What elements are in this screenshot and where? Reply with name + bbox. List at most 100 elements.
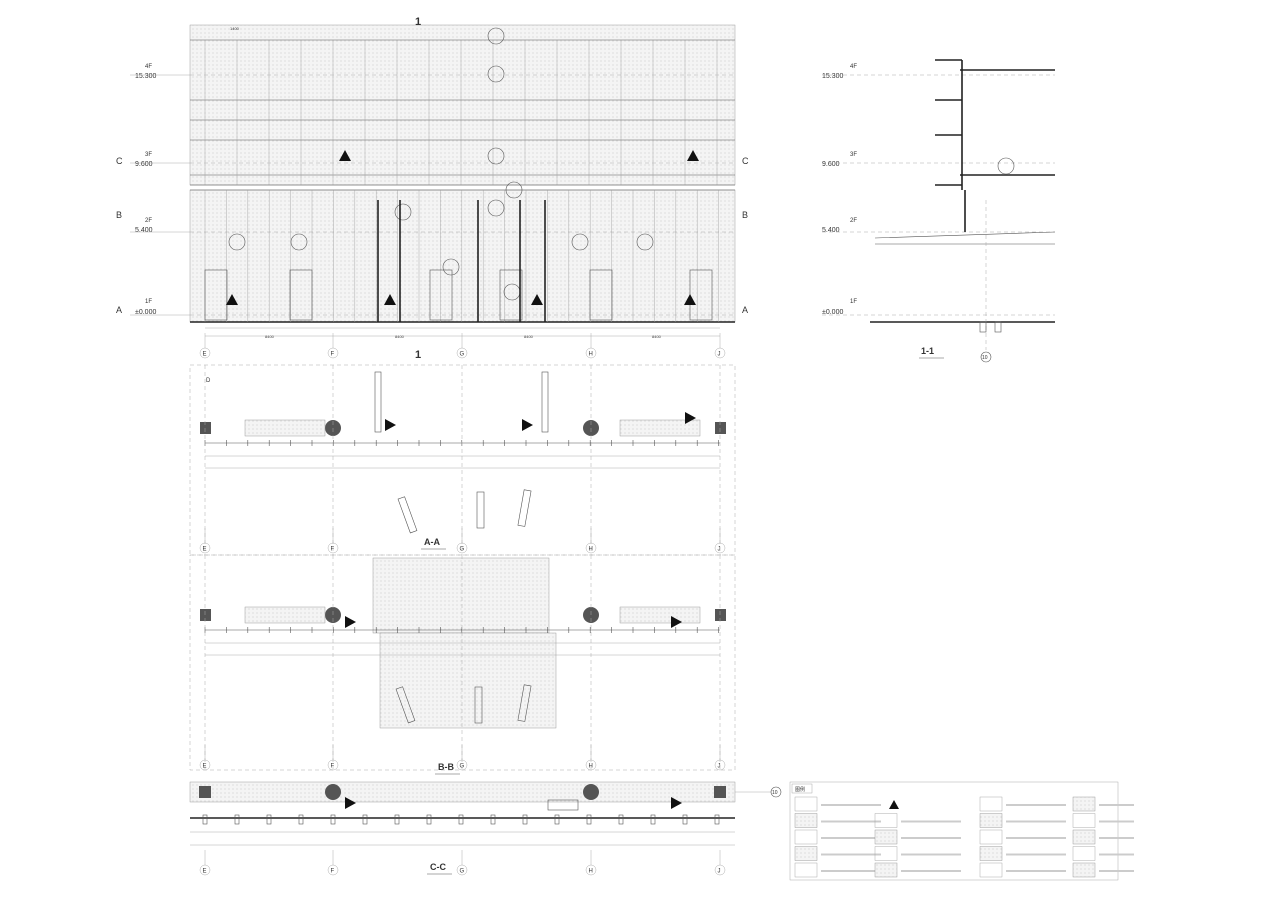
entrance-marker-icon bbox=[345, 616, 356, 628]
cut-marker-c-left: C bbox=[116, 156, 123, 166]
entrance-marker-icon bbox=[685, 412, 696, 424]
svg-text:2F: 2F bbox=[850, 218, 857, 224]
level-label-2f: 2F 5.400 bbox=[135, 218, 153, 234]
column-square bbox=[714, 786, 726, 798]
axis-label: G bbox=[460, 352, 465, 358]
bollard bbox=[517, 489, 532, 527]
module-dim: 1400 bbox=[230, 26, 240, 31]
facade-elevation: 1 1 4F 15.300 3F 9.600 2F 5.400 1F ±0.00… bbox=[116, 16, 749, 361]
column-square bbox=[715, 609, 726, 621]
svg-text:2F: 2F bbox=[145, 218, 152, 224]
bay-dim: 8400 bbox=[395, 334, 405, 339]
detail-callout-icon bbox=[487, 147, 505, 165]
bracket bbox=[458, 814, 464, 825]
bollard bbox=[474, 686, 483, 724]
svg-text:4F: 4F bbox=[850, 64, 857, 70]
facade-strip bbox=[189, 781, 736, 803]
legend-swatch bbox=[1072, 813, 1096, 828]
column-square bbox=[200, 422, 211, 434]
door-panel bbox=[499, 269, 523, 321]
legend-swatch bbox=[1072, 862, 1096, 878]
section-title: 1-1 bbox=[921, 346, 934, 356]
door-panel bbox=[589, 269, 613, 321]
svg-text:15.300: 15.300 bbox=[135, 73, 157, 80]
detail-callout-icon bbox=[442, 258, 460, 276]
bracket bbox=[714, 814, 720, 825]
section-mark-bottom: 1 bbox=[415, 349, 421, 361]
entrance-marker-icon bbox=[345, 797, 356, 809]
detail-callout-icon bbox=[487, 65, 505, 83]
detail-callout-icon bbox=[228, 233, 246, 251]
level-label-3f: 3F 9.600 bbox=[135, 152, 153, 168]
svg-text:9.600: 9.600 bbox=[135, 161, 153, 168]
legend-swatch bbox=[794, 862, 818, 878]
entrance-marker-icon bbox=[687, 150, 699, 161]
bracket bbox=[298, 814, 304, 825]
level-label-1f: 1F ±0.000 bbox=[135, 299, 156, 316]
bollard bbox=[476, 491, 485, 529]
stair-bench bbox=[619, 419, 701, 437]
bracket bbox=[394, 814, 400, 825]
wall-segment bbox=[374, 371, 382, 433]
legend-swatch bbox=[794, 829, 818, 845]
plan-title: C-C bbox=[430, 862, 446, 872]
legend-swatch bbox=[874, 813, 898, 828]
legend-swatch bbox=[979, 796, 1003, 812]
svg-text:D: D bbox=[206, 378, 211, 384]
bracket bbox=[682, 814, 688, 825]
column-square bbox=[715, 422, 726, 434]
detail-callout-icon bbox=[394, 203, 412, 221]
legend-swatch bbox=[1072, 796, 1096, 812]
legend-swatch bbox=[874, 829, 898, 845]
axis-label: 10 bbox=[772, 790, 778, 796]
entrance-marker-icon bbox=[385, 419, 396, 431]
legend-table: 图例 bbox=[789, 781, 1119, 881]
axis-label: F bbox=[331, 547, 335, 553]
bracket bbox=[362, 814, 368, 825]
bay-dim: 8400 bbox=[652, 334, 662, 339]
detail-callout-icon bbox=[290, 233, 308, 251]
column-round bbox=[325, 784, 341, 800]
plan-boundary bbox=[189, 554, 736, 771]
axis-label: H bbox=[589, 764, 593, 770]
bracket bbox=[586, 814, 592, 825]
entrance-marker-icon bbox=[671, 797, 682, 809]
cut-marker-b-right: B bbox=[742, 210, 748, 220]
plan-boundary bbox=[189, 364, 736, 556]
plan-b-b: B-B bbox=[372, 557, 557, 775]
bollard bbox=[517, 684, 532, 722]
legend-title: 图例 bbox=[795, 786, 805, 793]
axis-label: H bbox=[589, 547, 593, 553]
bollard bbox=[395, 686, 416, 724]
bracket bbox=[618, 814, 624, 825]
axis-label: J bbox=[718, 869, 721, 875]
bracket bbox=[234, 814, 240, 825]
legend-swatch bbox=[979, 862, 1003, 878]
axis-label: H bbox=[589, 869, 593, 875]
axis-label: 10 bbox=[982, 355, 988, 361]
bracket bbox=[650, 814, 656, 825]
stair-bench bbox=[244, 419, 326, 437]
legend-swatch bbox=[794, 813, 818, 828]
entrance-marker-icon bbox=[339, 150, 351, 161]
svg-text:±0.000: ±0.000 bbox=[135, 309, 156, 316]
axis-label: E bbox=[203, 764, 207, 770]
axis-label: H bbox=[589, 352, 593, 358]
axis-label: F bbox=[331, 764, 335, 770]
door-panel bbox=[429, 269, 453, 321]
column-square bbox=[199, 786, 211, 798]
detail-callout-icon bbox=[505, 181, 523, 199]
door-panel bbox=[204, 269, 228, 321]
legend-swatch bbox=[874, 862, 898, 878]
label-box bbox=[547, 799, 579, 811]
svg-text:5.400: 5.400 bbox=[822, 227, 840, 234]
legend-swatch bbox=[874, 846, 898, 861]
bay-dim: 8400 bbox=[524, 334, 534, 339]
plan-title: A-A bbox=[424, 537, 440, 547]
svg-text:5.400: 5.400 bbox=[135, 227, 153, 234]
cut-marker-a-right: A bbox=[742, 305, 748, 315]
svg-text:±0.000: ±0.000 bbox=[822, 309, 843, 316]
plan-title: B-B bbox=[438, 762, 454, 772]
legend-swatch bbox=[1072, 846, 1096, 861]
entrance-marker-icon bbox=[522, 419, 533, 431]
